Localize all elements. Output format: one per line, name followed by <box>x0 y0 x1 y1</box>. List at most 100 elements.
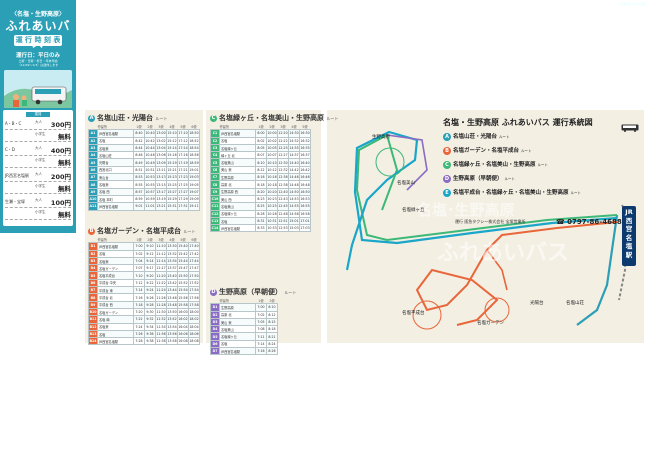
departure-time: 8:55 <box>133 180 145 189</box>
departure-time: 17:56 <box>188 293 200 302</box>
departure-time: 10:40 <box>144 129 156 138</box>
departure-time: 7:26 <box>133 329 145 339</box>
stop-name: 名塩美山 <box>219 202 256 211</box>
departure-time: 8:49 <box>133 158 145 167</box>
departure-time: 19:05 <box>188 180 200 189</box>
stop-code: A1 <box>88 129 98 138</box>
departure-time: 17:03 <box>299 224 311 233</box>
departure-time: 11:14 <box>155 256 167 266</box>
departure-time: 9:36 <box>144 329 156 339</box>
departure-time: 13:30 <box>166 242 178 251</box>
departure-time: 16:48 <box>299 180 311 189</box>
bus-icon <box>621 117 639 132</box>
departure-time: 14:50 <box>288 187 300 196</box>
stop-code: C6 <box>210 165 220 175</box>
departure-time: 13:42 <box>166 278 178 288</box>
stop-code: D4 <box>210 325 220 334</box>
departure-time: 16:04 <box>177 322 189 331</box>
departure-time: 17:29 <box>177 194 189 204</box>
stop-code: A10 <box>88 194 98 204</box>
stop-code: B13 <box>88 329 98 339</box>
stop-name: JR西宮名塩駅 <box>97 202 134 211</box>
departure-time: 17:47 <box>188 264 200 273</box>
header-cell: 1便 <box>136 237 142 242</box>
map-title: 名塩・生野高原 ふれあいバス 運行系統図 <box>443 118 593 127</box>
departure-time: 16:00 <box>177 307 189 317</box>
departure-time: 11:20 <box>155 271 167 280</box>
departure-time: 11:26 <box>155 293 167 302</box>
area-label-najio-miyama: 名塩美山 <box>397 181 415 186</box>
departure-time: 7:02 <box>133 249 145 258</box>
legend-badge: E <box>443 188 451 197</box>
departure-time: 10:44 <box>144 143 156 153</box>
stop-code: A2 <box>88 136 98 145</box>
departure-time: 13:37 <box>166 264 178 273</box>
departure-time: 15:03 <box>288 224 300 233</box>
departure-time: 11:32 <box>155 315 167 324</box>
stop-name: 名塩緑ヶ丘 <box>219 143 256 153</box>
departure-time: 15:01 <box>288 216 300 226</box>
fare-value: 300円 <box>50 121 71 129</box>
fare-row: 小学生無料 <box>5 157 71 168</box>
header-cell: 4便 <box>169 237 175 242</box>
departure-time: 8:44 <box>133 143 145 153</box>
departure-time: 16:30 <box>299 129 311 138</box>
departure-time: 18:08 <box>188 337 200 346</box>
svg-text:ふれあいバス: ふれあいバス <box>437 241 569 266</box>
departure-time: 15:58 <box>177 300 189 309</box>
departure-time: 15:10 <box>166 129 178 138</box>
stop-code: D7 <box>210 347 220 356</box>
stop-name: JR西宮名塩駅 <box>97 337 134 346</box>
header-cell: 3便 <box>158 124 164 129</box>
departure-time: 15:54 <box>177 286 189 295</box>
departure-time: 8:05 <box>255 143 267 153</box>
departure-time: 15:14 <box>166 143 178 153</box>
departure-time: 17:31 <box>177 202 189 211</box>
departure-time: 18:04 <box>188 322 200 331</box>
departure-time: 19:01 <box>188 165 200 175</box>
cover-panel: 令和6年4月1日改正 〈名塩・生野高原〉 ふれあいバス 運 行 時 刻 表 運行… <box>0 0 647 233</box>
departure-time: 10:00 <box>266 129 278 138</box>
departure-time: 8:00 <box>255 129 267 138</box>
stop-code: A6 <box>88 165 98 175</box>
departure-time: 16:08 <box>177 337 189 346</box>
departure-time: 14:42 <box>288 165 300 175</box>
departure-time: 9:01 <box>133 202 145 211</box>
header-cell: 停留所 <box>97 124 108 129</box>
departure-time: 8:51 <box>133 165 145 175</box>
fare-row: 小学生無料 <box>5 183 71 194</box>
departure-time: 7:00 <box>133 242 145 251</box>
legend-badge: C <box>443 160 451 169</box>
fare-value: 200円 <box>50 173 71 181</box>
departure-time: 7:24 <box>133 322 145 331</box>
phone-number[interactable]: ☎ 0797-86-4688 <box>556 218 622 226</box>
cover-subtitle: 〈名塩・生野高原〉 <box>10 11 65 18</box>
departure-time: 14:37 <box>288 151 300 160</box>
departure-time: 17:19 <box>177 158 189 167</box>
departure-time: 8:10 <box>266 303 278 312</box>
departure-time: 14:48 <box>288 180 300 189</box>
departure-time: 17:21 <box>177 165 189 175</box>
fare-class: 大人 <box>35 198 42 202</box>
departure-time: 17:27 <box>177 187 189 196</box>
departure-time: 17:54 <box>188 286 200 295</box>
departure-time: 18:00 <box>188 307 200 317</box>
departure-time: 13:58 <box>166 337 178 346</box>
departure-time: 15:44 <box>177 256 189 266</box>
